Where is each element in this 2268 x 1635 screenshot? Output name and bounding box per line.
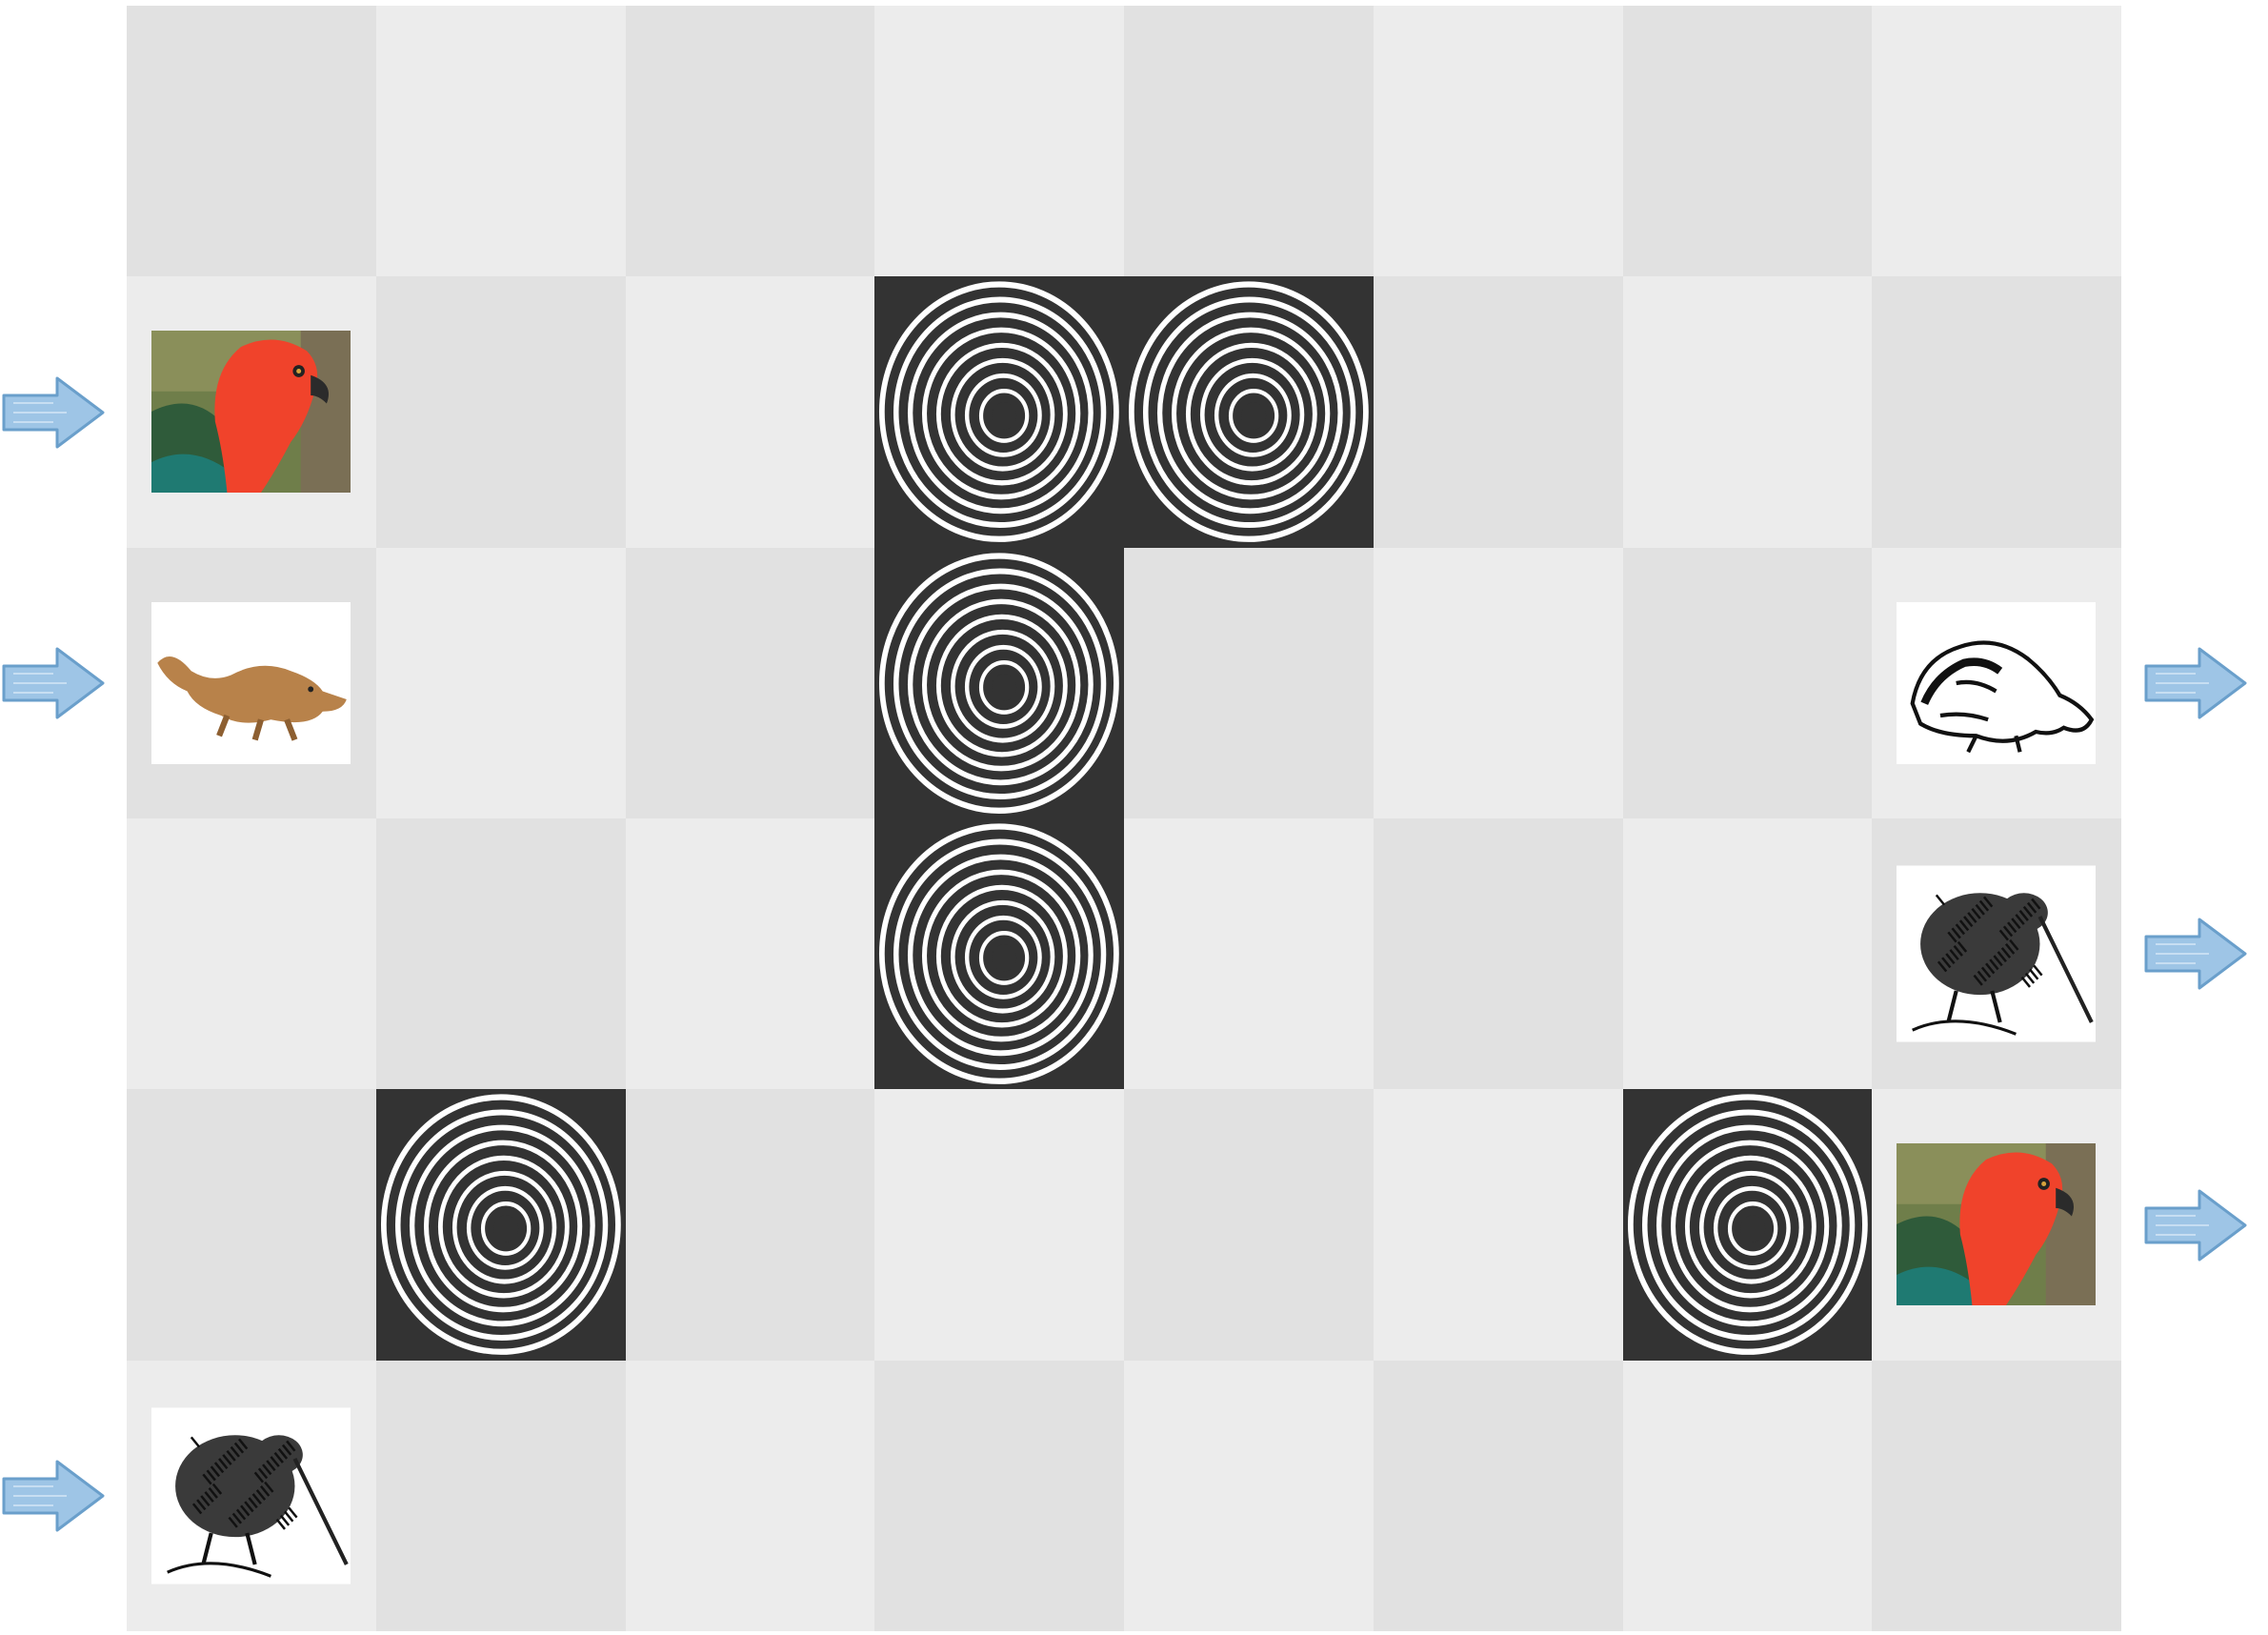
board-cell[interactable] (626, 1361, 875, 1631)
board-cell[interactable] (1623, 1361, 1873, 1631)
board-cell[interactable] (1872, 276, 2121, 547)
platypus-color-icon[interactable] (151, 602, 351, 764)
board-cell[interactable] (127, 548, 376, 818)
board-cell[interactable] (1374, 818, 1623, 1089)
board-cell[interactable] (1124, 548, 1374, 818)
board-cell[interactable] (1124, 818, 1374, 1089)
platypus-sketch-icon[interactable] (1897, 602, 2096, 764)
board-cell[interactable] (1374, 276, 1623, 547)
board-cell[interactable] (1124, 1361, 1374, 1631)
board-cell[interactable] (874, 6, 1124, 276)
board-cell[interactable] (1374, 1361, 1623, 1631)
board-cell[interactable] (1872, 6, 2121, 276)
vortex-cell[interactable] (376, 1089, 626, 1360)
spiral-vortex-icon (1124, 276, 1374, 547)
board-cell[interactable] (1374, 6, 1623, 276)
spiral-vortex-icon (1623, 1089, 1873, 1360)
board-cell[interactable] (1623, 276, 1873, 547)
board-cell[interactable] (1374, 548, 1623, 818)
vortex-cell[interactable] (874, 818, 1124, 1089)
spiral-vortex-icon (874, 548, 1124, 818)
exit-arrow-icon (2142, 916, 2249, 992)
board-cell[interactable] (127, 6, 376, 276)
board-cell[interactable] (1872, 818, 2121, 1089)
board-cell[interactable] (1872, 1361, 2121, 1631)
board-cell[interactable] (127, 1361, 376, 1631)
kiwi-icon[interactable] (151, 1407, 351, 1584)
entry-arrow-icon (0, 374, 107, 451)
board-cell[interactable] (127, 1089, 376, 1360)
board-cell[interactable] (376, 1361, 626, 1631)
board-cell[interactable] (874, 1361, 1124, 1631)
board-cell[interactable] (626, 548, 875, 818)
board-cell[interactable] (874, 1089, 1124, 1360)
entry-arrow-icon (0, 1458, 107, 1534)
board-cell[interactable] (1623, 548, 1873, 818)
vortex-cell[interactable] (1124, 276, 1374, 547)
vortex-cell[interactable] (1623, 1089, 1873, 1360)
board-cell[interactable] (1124, 1089, 1374, 1360)
spiral-vortex-icon (874, 276, 1124, 547)
game-board (127, 6, 2121, 1631)
board-cell[interactable] (376, 6, 626, 276)
entry-arrow-icon (0, 645, 107, 721)
board-cell[interactable] (626, 276, 875, 547)
board-cell[interactable] (127, 276, 376, 547)
board-cell[interactable] (1872, 1089, 2121, 1360)
spiral-vortex-icon (874, 818, 1124, 1089)
exit-arrow-icon (2142, 645, 2249, 721)
board-cell[interactable] (127, 818, 376, 1089)
kiwi-icon[interactable] (1897, 866, 2096, 1042)
board-cell[interactable] (1623, 6, 1873, 276)
vortex-cell[interactable] (874, 276, 1124, 547)
board-cell[interactable] (1623, 818, 1873, 1089)
board-cell[interactable] (1872, 548, 2121, 818)
exit-arrow-icon (2142, 1187, 2249, 1263)
board-cell[interactable] (376, 818, 626, 1089)
spiral-vortex-icon (376, 1089, 626, 1360)
parrot-icon[interactable] (1897, 1143, 2096, 1305)
board-cell[interactable] (376, 276, 626, 547)
board-cell[interactable] (1374, 1089, 1623, 1360)
board-cell[interactable] (626, 818, 875, 1089)
board-cell[interactable] (376, 548, 626, 818)
board-cell[interactable] (626, 1089, 875, 1360)
parrot-icon[interactable] (151, 331, 351, 493)
board-cell[interactable] (626, 6, 875, 276)
vortex-cell[interactable] (874, 548, 1124, 818)
board-cell[interactable] (1124, 6, 1374, 276)
